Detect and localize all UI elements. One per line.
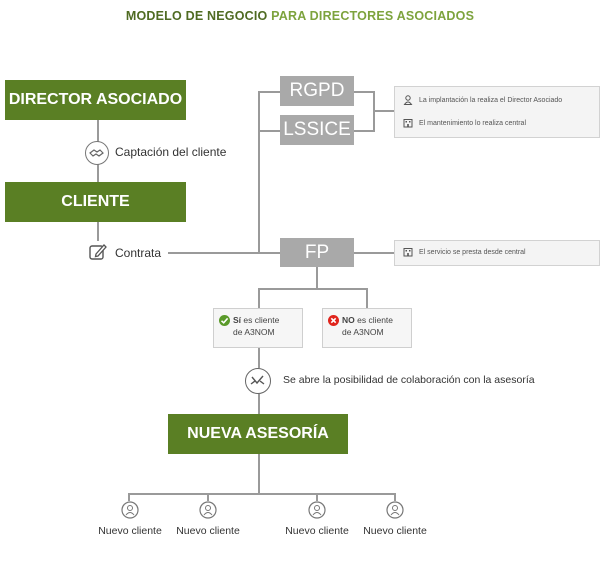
lssice-label: LSSICE [283, 119, 351, 140]
connector-to-lssice [258, 130, 280, 132]
connector-to-no [366, 288, 368, 308]
connector-to-colab [258, 346, 260, 368]
client-icon [199, 501, 217, 519]
note-row-2: El mantenimiento lo realiza central [395, 114, 599, 132]
person-icon [403, 95, 413, 105]
rgpd-lssice-note: La implantación la realiza el Director A… [394, 86, 600, 138]
new-client-3: Nuevo cliente [277, 501, 357, 537]
fp-note-text: El servicio se presta desde central [419, 248, 526, 256]
connector-fp-note [354, 252, 394, 254]
connector-cliente-contrata [97, 222, 99, 242]
connector-clients-bar [128, 493, 396, 495]
director-asociado-box: DIRECTOR ASOCIADO [5, 80, 186, 120]
new-client-label: Nuevo cliente [285, 525, 349, 537]
connector-client-4 [394, 493, 396, 501]
pen-icon [87, 241, 109, 263]
no-cliente-text: NO es cliente de A3NOM [342, 314, 393, 338]
connector-to-si [258, 288, 260, 308]
connector-to-rgpd [258, 91, 280, 93]
connector-lssice-out [354, 130, 374, 132]
fp-note-row: El servicio se presta desde central [395, 243, 599, 261]
new-client-label: Nuevo cliente [176, 525, 240, 537]
building-icon [403, 119, 413, 128]
client-icon [308, 501, 326, 519]
building-icon [403, 248, 413, 257]
cliente-label: CLIENTE [61, 193, 130, 210]
captacion-label: Captación del cliente [115, 145, 227, 159]
title-part-1: MODELO DE NEGOCIO [125, 9, 268, 23]
new-client-1: Nuevo cliente [90, 501, 170, 537]
rgpd-box: RGPD [280, 76, 354, 106]
handshake-icon [85, 141, 109, 165]
cliente-box: CLIENTE [5, 182, 186, 222]
no-strong: NO [342, 315, 355, 325]
nueva-asesoria-box: NUEVA ASESORÍA [168, 414, 348, 454]
check-icon [219, 315, 230, 326]
no-line2: de A3NOM [342, 327, 384, 337]
fp-box: FP [280, 238, 354, 267]
note-row-1: La implantación la realiza el Director A… [395, 91, 599, 109]
connector-nueva-down [258, 454, 260, 494]
connector-client-2 [207, 493, 209, 501]
connector-rgpd-out [354, 91, 374, 93]
new-client-4: Nuevo cliente [355, 501, 435, 537]
new-client-label: Nuevo cliente [98, 525, 162, 537]
fp-label: FP [304, 241, 330, 263]
colaboracion-label: Se abre la posibilidad de colaboración c… [283, 374, 535, 386]
connector-contrata-fp [168, 252, 280, 254]
si-strong: Sí [233, 315, 242, 325]
fp-note: El servicio se presta desde central [394, 240, 600, 266]
nueva-asesoria-label: NUEVA ASESORÍA [187, 425, 329, 442]
collaboration-icon [245, 368, 271, 394]
note-text-1: La implantación la realiza el Director A… [419, 96, 563, 104]
new-client-label: Nuevo cliente [363, 525, 427, 537]
si-line2: de A3NOM [233, 327, 275, 337]
si-cliente-box: Sí es cliente de A3NOM [213, 308, 303, 348]
connector-to-note [374, 110, 394, 112]
connector-client-1 [128, 493, 130, 501]
si-cliente-text: Sí es cliente de A3NOM [233, 314, 279, 338]
director-asociado-label: DIRECTOR ASOCIADO [8, 91, 183, 108]
no-rest: es cliente [354, 315, 394, 325]
cross-icon [328, 315, 339, 326]
title-part-2: PARA DIRECTORES ASOCIADOS [271, 9, 475, 23]
connector-split [258, 288, 368, 290]
client-icon [386, 501, 404, 519]
connector-to-nueva [258, 394, 260, 414]
si-rest: es cliente [241, 315, 280, 325]
contrata-label: Contrata [115, 246, 162, 260]
new-client-2: Nuevo cliente [168, 501, 248, 537]
connector-client-3 [316, 493, 318, 501]
connector-vertical-main [258, 91, 260, 252]
note-text-2: El mantenimiento lo realiza central [419, 119, 526, 127]
client-icon [121, 501, 139, 519]
connector-fp-down [316, 267, 318, 289]
diagram-title: MODELO DE NEGOCIO PARA DIRECTORES ASOCIA… [0, 9, 600, 23]
no-cliente-box: NO es cliente de A3NOM [322, 308, 412, 348]
lssice-box: LSSICE [280, 115, 354, 145]
rgpd-label: RGPD [289, 80, 345, 101]
